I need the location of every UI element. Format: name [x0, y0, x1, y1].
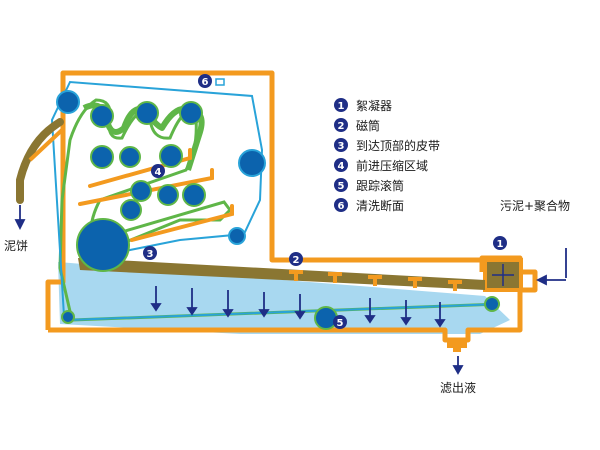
- svg-text:2: 2: [338, 121, 345, 132]
- svg-text:4: 4: [155, 167, 162, 178]
- roller: [130, 180, 152, 202]
- roller: [484, 296, 500, 312]
- svg-text:前进压缩区域: 前进压缩区域: [356, 158, 428, 173]
- legend-item-1: 1 絮凝器: [334, 98, 392, 113]
- marker-4: 4: [151, 164, 165, 178]
- svg-text:1: 1: [497, 239, 504, 250]
- filtrate-outlet: [447, 338, 467, 352]
- marker-2: 2: [289, 252, 303, 266]
- svg-text:6: 6: [338, 201, 345, 212]
- marker-6: 6: [198, 74, 212, 88]
- sludge-layer: [78, 258, 485, 290]
- legend: 1 絮凝器 2 磁筒 3 到达顶部的皮带 4 前进压缩区域 5 跟踪滚筒 6 清…: [334, 98, 440, 213]
- compression-plates: [78, 148, 234, 242]
- filtrate-arrows: [150, 286, 446, 328]
- svg-text:3: 3: [338, 141, 345, 152]
- washing-section: [215, 78, 225, 86]
- cake-chute: [28, 128, 64, 162]
- roller: [135, 101, 159, 125]
- svg-text:4: 4: [338, 161, 345, 172]
- legend-item-5: 5 跟踪滚筒: [334, 178, 404, 193]
- tracking-roller: [314, 306, 338, 330]
- roller: [238, 149, 266, 177]
- legend-item-2: 2 磁筒: [334, 118, 380, 133]
- legend-item-4: 4 前进压缩区域: [334, 158, 428, 173]
- roller: [182, 183, 206, 207]
- svg-text:磁筒: 磁筒: [356, 118, 380, 133]
- roller: [56, 90, 80, 114]
- flocculator: [483, 258, 523, 292]
- svg-text:6: 6: [202, 77, 209, 88]
- svg-text:到达顶部的皮带: 到达顶部的皮带: [356, 138, 440, 153]
- marker-5: 5: [333, 315, 347, 329]
- roller: [179, 101, 203, 125]
- svg-text:1: 1: [338, 101, 345, 112]
- rollers: [56, 90, 500, 330]
- roller: [76, 218, 130, 272]
- legend-item-3: 3 到达顶部的皮带: [334, 138, 440, 153]
- marker-1: 1: [493, 236, 507, 250]
- inlet-label: 污泥+聚合物: [500, 198, 570, 213]
- spray-nozzles: [289, 270, 462, 291]
- cake-label: 泥饼: [4, 239, 28, 253]
- roller: [61, 310, 75, 324]
- svg-text:清洗断面: 清洗断面: [356, 198, 404, 213]
- roller: [119, 146, 141, 168]
- cake-discharge: [16, 118, 64, 204]
- marker-3: 3: [143, 246, 157, 260]
- filtrate-label: 滤出液: [440, 380, 476, 395]
- legend-item-6: 6 清洗断面: [334, 198, 404, 213]
- roller: [159, 144, 183, 168]
- svg-text:跟踪滚筒: 跟踪滚筒: [356, 178, 404, 193]
- svg-text:絮凝器: 絮凝器: [356, 98, 392, 113]
- roller: [90, 145, 114, 169]
- svg-text:5: 5: [338, 181, 345, 192]
- roller: [157, 184, 179, 206]
- svg-text:3: 3: [147, 249, 154, 260]
- svg-text:2: 2: [293, 255, 300, 266]
- roller: [228, 227, 246, 245]
- roller: [120, 199, 142, 221]
- roller: [90, 104, 114, 128]
- flow-arrows: [14, 205, 567, 375]
- svg-text:5: 5: [337, 318, 344, 329]
